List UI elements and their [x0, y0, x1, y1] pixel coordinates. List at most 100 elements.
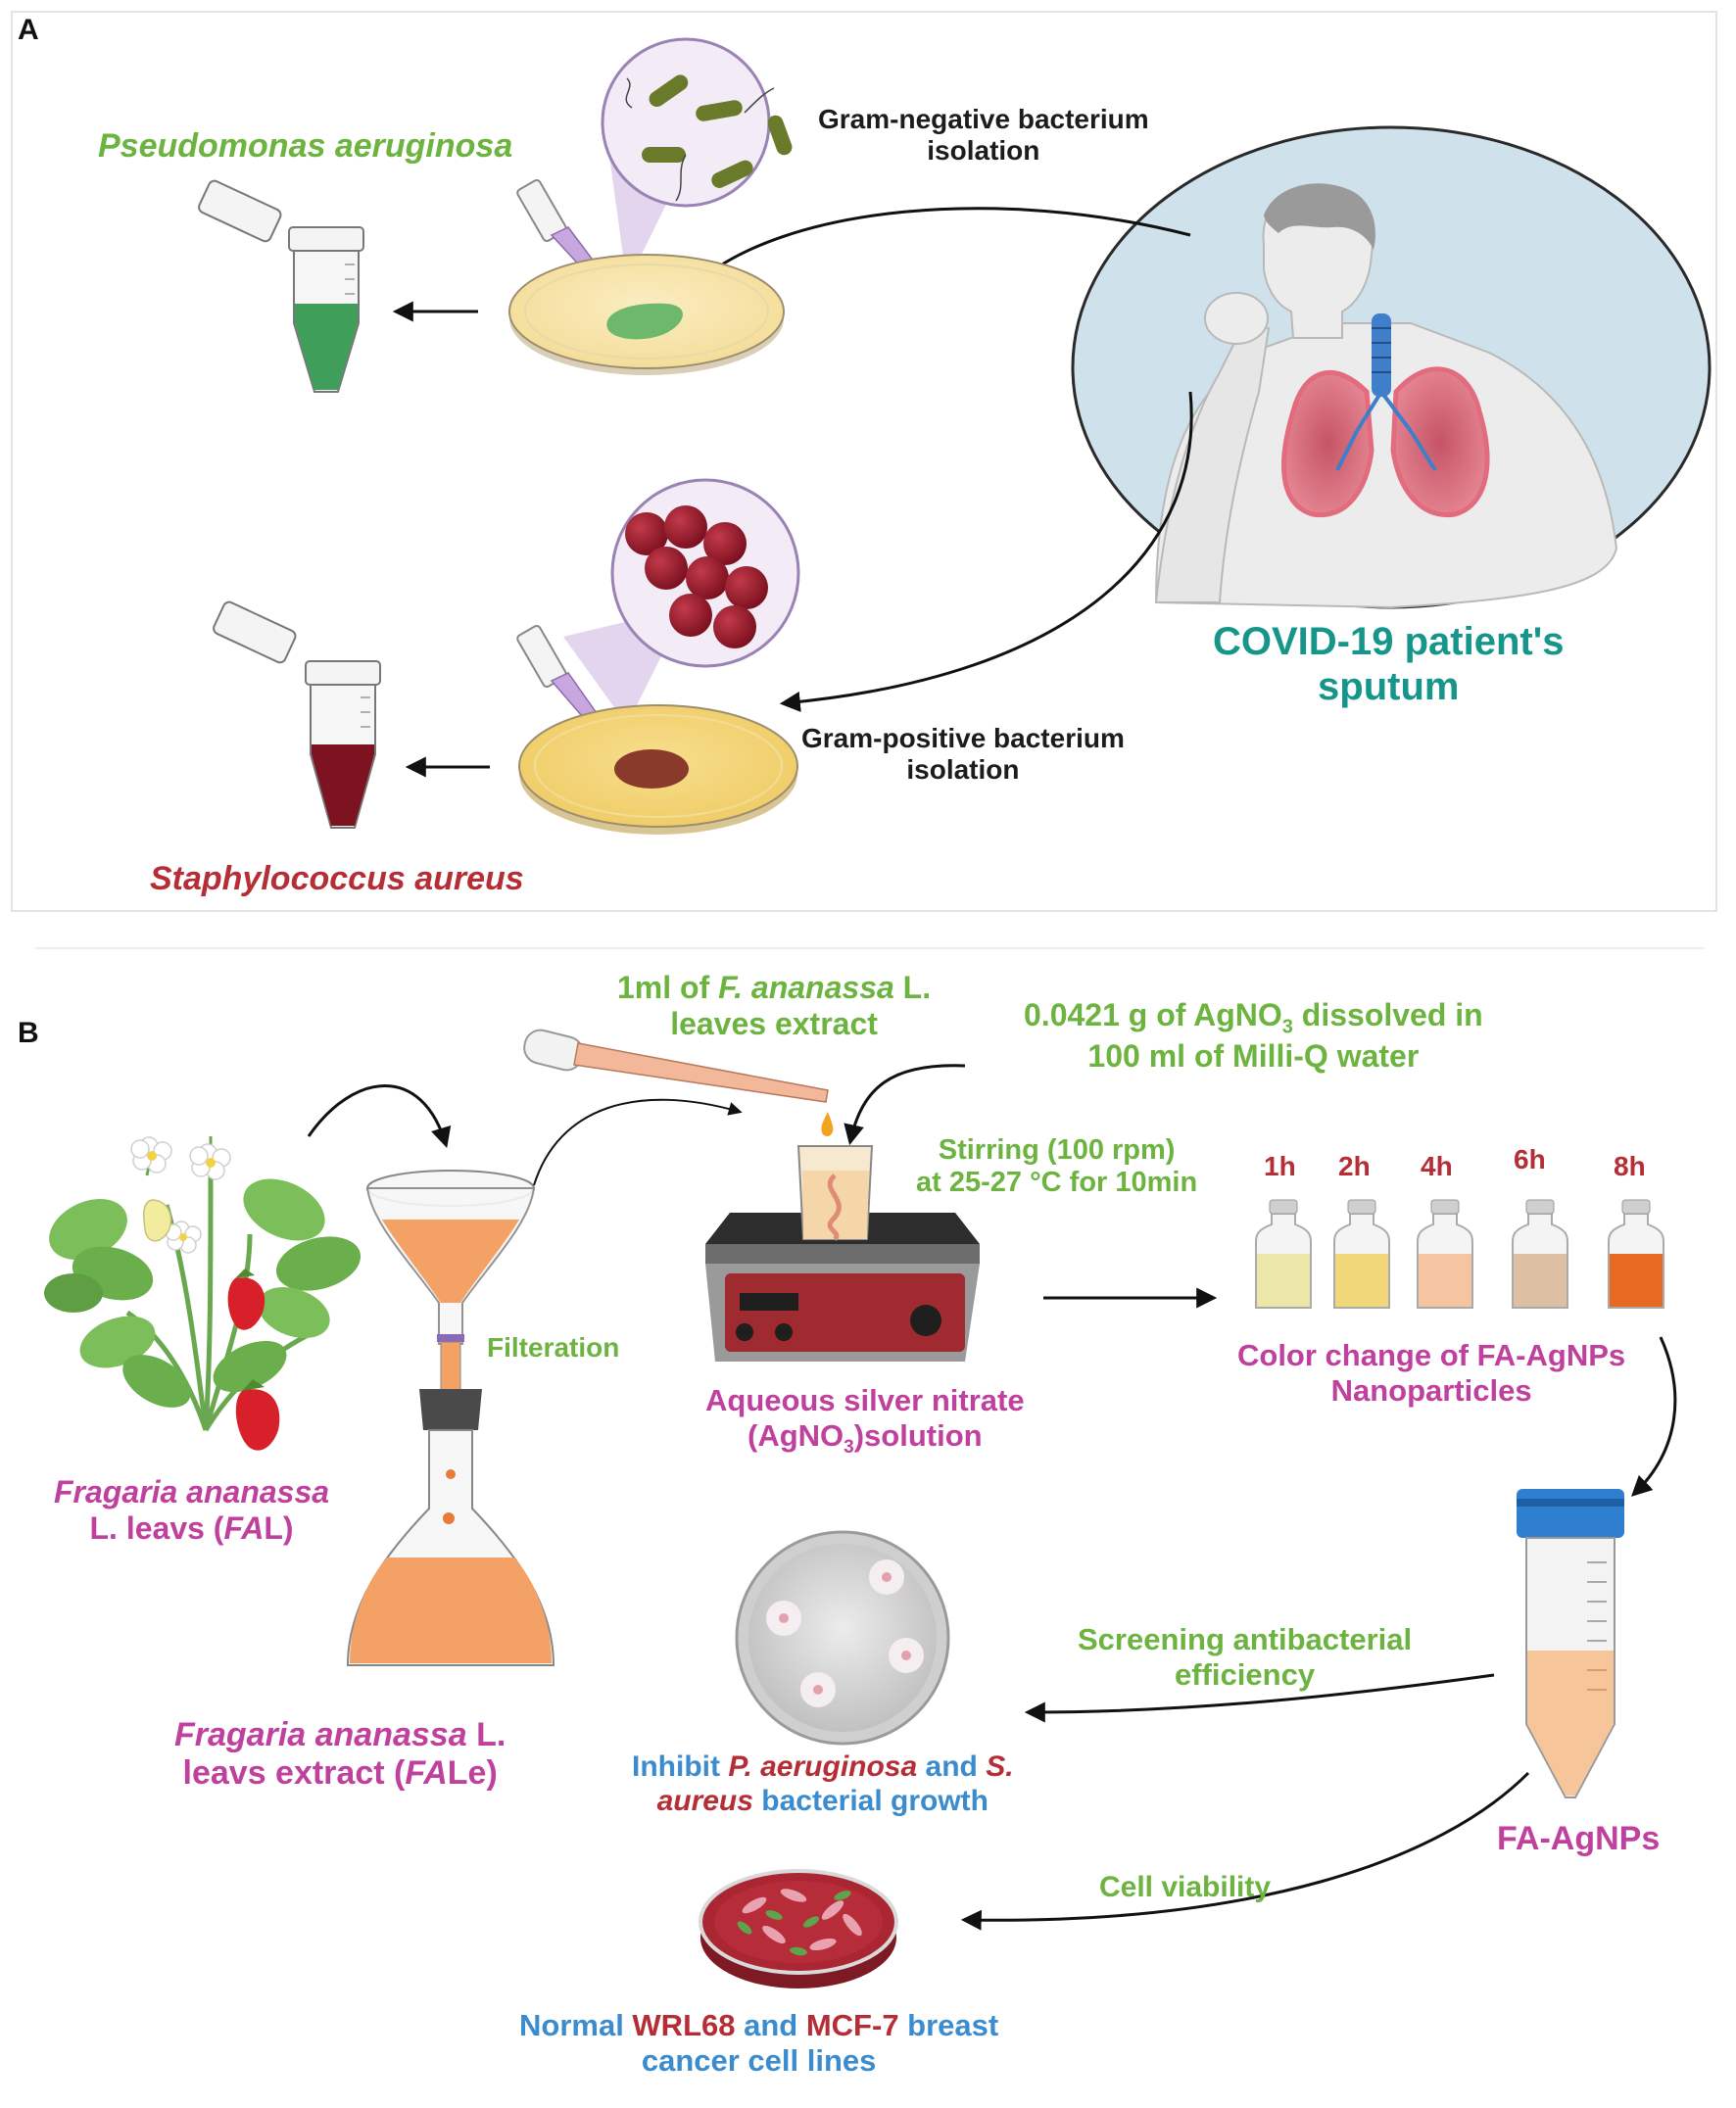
agno3-solution-line-2-a: (AgNO — [747, 1417, 844, 1453]
vial-6h — [1512, 1199, 1568, 1309]
arrow-plant-to-funnel — [307, 1084, 452, 1149]
filtration-label: Filteration — [487, 1332, 620, 1363]
gram-negative-line-2: isolation — [927, 135, 1040, 167]
gram-positive-label: Gram-positive bacterium isolation — [801, 723, 1125, 786]
vial-1h — [1255, 1199, 1312, 1309]
fal-line-2-b: FA — [223, 1509, 265, 1546]
fal-line-2: L. leavs (FAL) — [54, 1510, 329, 1547]
fale-line-1: Fragaria ananassa L. — [174, 1716, 506, 1754]
extract-line-1-b: F. ananassa — [718, 970, 894, 1005]
panel-b-letter: B — [18, 1017, 39, 1049]
time-label-1h: 1h — [1264, 1151, 1296, 1181]
arrow-to-gram-negative — [692, 207, 1191, 287]
agno3-label: 0.0421 g of AgNO3 dissolved in 100 ml of… — [1024, 997, 1483, 1075]
gram-negative-magnifier — [601, 37, 793, 284]
arrow-tube-to-cells — [960, 1771, 1530, 1931]
beaker — [796, 1145, 874, 1241]
fale-label: Fragaria ananassa L. leavs extract (FALe… — [174, 1716, 506, 1793]
time-label-2h: 2h — [1338, 1151, 1371, 1181]
inhibit-label: Inhibit P. aeruginosa and S. aureus bact… — [632, 1750, 1014, 1818]
cell-lines-line-2: cancer cell lines — [641, 2042, 877, 2078]
tube-green — [198, 179, 364, 393]
inhibit-part-1: Inhibit — [632, 1750, 729, 1783]
cell-lines-part-2: WRL68 — [632, 2008, 736, 2042]
stirring-line-1: Stirring (100 rpm) — [938, 1134, 1176, 1166]
arrow-vials-to-tube — [1630, 1336, 1677, 1497]
panel-a-frame — [11, 11, 1717, 912]
cell-lines-part-5: breast — [898, 2008, 999, 2042]
petri-dish-top — [508, 254, 785, 375]
fale-line-2: leavs extract (FALe) — [174, 1754, 506, 1793]
arrow-agno3-to-beaker — [844, 1064, 966, 1146]
vial-8h — [1608, 1199, 1664, 1309]
inhibit-part-5: aureus — [656, 1784, 753, 1817]
extract-label: 1ml of F. ananassa L. leaves extract — [617, 970, 931, 1042]
inhibit-part-4: S. — [986, 1750, 1014, 1783]
cell-lines-part-1: Normal — [519, 2008, 633, 2042]
agno3-solution-line-2-sub: 3 — [844, 1436, 854, 1458]
agno3-line-1-b: dissolved in — [1292, 997, 1483, 1032]
petri-dish-bottom — [518, 704, 798, 835]
time-label-4h: 4h — [1421, 1151, 1453, 1181]
fa-agnps-label: FA-AgNPs — [1497, 1820, 1661, 1857]
vial-4h — [1417, 1199, 1473, 1309]
patient-label: COVID-19 patient's sputum — [1213, 619, 1564, 709]
fa-agnps-tube — [1517, 1489, 1624, 1798]
screening-line-1: Screening antibacterial — [1078, 1622, 1413, 1656]
gram-negative-label: Gram-negative bacterium isolation — [818, 104, 1149, 167]
gram-positive-line-1: Gram-positive bacterium — [801, 723, 1125, 753]
fale-line-1-a: Fragaria ananassa — [174, 1716, 467, 1753]
inhibit-part-3: and — [917, 1750, 987, 1783]
staphylococcus-label: Staphylococcus aureus — [150, 860, 524, 897]
agno3-line-1-a: 0.0421 g of AgNO — [1024, 997, 1282, 1032]
agno3-solution-line-1: Aqueous silver nitrate — [705, 1383, 1025, 1417]
cell-viability-label: Cell viability — [1099, 1871, 1272, 1903]
fal-line-2-a: L. leavs ( — [89, 1509, 224, 1546]
inhibit-part-6: bacterial growth — [752, 1784, 989, 1817]
cell-lines-part-3: and — [735, 2008, 806, 2042]
patient-illustration — [1071, 125, 1712, 609]
cell-culture-dish — [699, 1869, 898, 1988]
color-change-line-2: Nanoparticles — [1330, 1372, 1532, 1408]
color-change-label: Color change of FA-AgNPs Nanoparticles — [1237, 1338, 1625, 1408]
agno3-line-1: 0.0421 g of AgNO3 dissolved in — [1024, 997, 1483, 1038]
fale-line-1-b: L. — [466, 1716, 506, 1753]
patient-line-1: COVID-19 patient's — [1213, 620, 1565, 663]
extract-line-2: leaves extract — [670, 1005, 878, 1041]
arrow-tube-to-plate — [1024, 1673, 1495, 1723]
fale-line-2-b: FA — [405, 1754, 448, 1793]
extract-line-1-c: L. — [893, 970, 932, 1005]
inhibit-line-1: Inhibit P. aeruginosa and S. — [632, 1750, 1014, 1785]
fale-line-2-a: leavs extract ( — [182, 1754, 406, 1793]
patient-line-2: sputum — [1318, 665, 1460, 708]
agno3-solution-line-2-b: )solution — [853, 1417, 983, 1453]
screening-label: Screening antibacterial efficiency — [1078, 1622, 1412, 1692]
agno3-solution-line-2: (AgNO3)solution — [705, 1418, 1025, 1459]
fal-label: Fragaria ananassa L. leavs (FAL) — [54, 1474, 329, 1547]
vial-2h — [1333, 1199, 1390, 1309]
agno3-line-1-sub: 3 — [1281, 1016, 1293, 1038]
inhibit-part-2: P. aeruginosa — [728, 1750, 918, 1783]
vial-series — [1255, 1199, 1664, 1309]
cell-lines-label: Normal WRL68 and MCF-7 breast cancer cel… — [519, 2008, 998, 2078]
gram-negative-line-1: Gram-negative bacterium — [818, 104, 1149, 134]
dropper — [523, 1029, 834, 1137]
fal-line-1: Fragaria ananassa — [54, 1474, 330, 1509]
gram-positive-magnifier — [563, 478, 800, 725]
filtration-apparatus — [346, 1170, 555, 1666]
panel-a-letter: A — [18, 14, 39, 46]
fal-line-2-c: L) — [264, 1509, 294, 1546]
color-change-line-1: Color change of FA-AgNPs — [1237, 1338, 1626, 1372]
fale-line-2-c: Le) — [447, 1754, 498, 1793]
strawberry-plant — [44, 1136, 362, 1451]
gram-positive-line-2: isolation — [906, 754, 1020, 786]
arrow-funnel-to-beaker — [533, 1098, 743, 1186]
time-label-6h: 6h — [1514, 1144, 1546, 1174]
cell-lines-part-4: MCF-7 — [805, 2008, 899, 2042]
pseudomonas-label: Pseudomonas aeruginosa — [98, 127, 513, 165]
antibacterial-plate — [735, 1530, 950, 1746]
magnetic-stirrer — [705, 1213, 980, 1362]
extract-line-1: 1ml of F. ananassa L. — [617, 970, 931, 1006]
extract-line-1-a: 1ml of — [617, 970, 719, 1005]
